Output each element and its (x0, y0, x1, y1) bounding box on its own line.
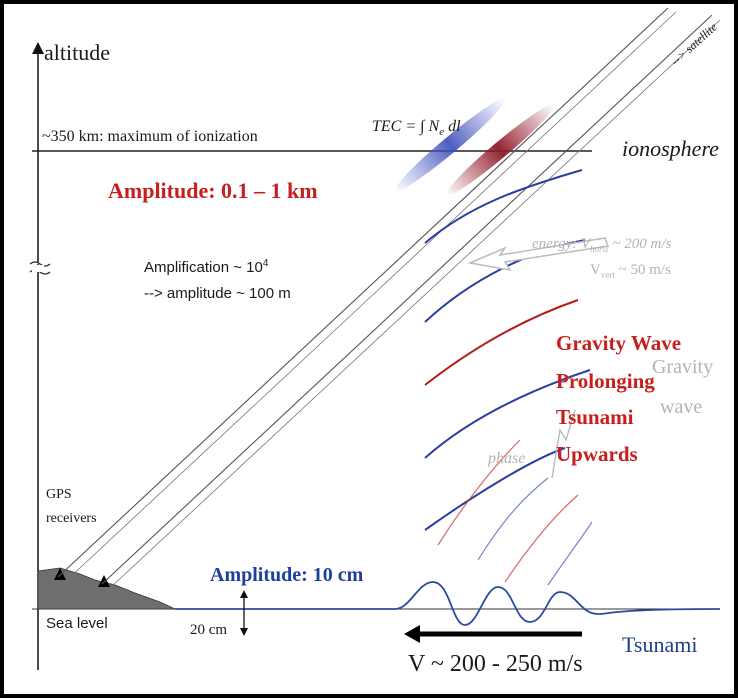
tec-formula-main: TEC = ∫ N (372, 118, 440, 135)
tec-formula-sub: e (439, 126, 445, 139)
wave-front-red-low-1 (437, 439, 521, 546)
wave-front-blue-low-1 (477, 477, 549, 561)
gps-receiver-1 (54, 568, 66, 580)
energy-line2-val: ~ 50 m/s (614, 262, 671, 278)
coastline-land (37, 567, 176, 610)
energy-line1-val: ~ 200 m/s (608, 236, 672, 252)
wave-front-red-low-2 (504, 494, 579, 583)
gravity-annotation-4: Upwards (556, 442, 638, 466)
amplitude-100m-label: --> amplitude ~ 100 m (144, 285, 291, 302)
altitude-label: altitude (44, 40, 110, 65)
tec-formula: TEC = ∫ Ne dl (372, 118, 461, 138)
twenty-cm-label: 20 cm (190, 622, 228, 638)
amplification-line1: Amplification ~ 10 (144, 259, 263, 276)
energy-label-2: Vvert ~ 50 m/s (590, 262, 671, 280)
ipp-red (446, 104, 554, 196)
wave-front-blue-4 (424, 447, 566, 531)
ionosphere-label: ionosphere (622, 136, 719, 161)
wave-front-blue-low-2 (547, 521, 593, 586)
gps-receivers-label-2: receivers (46, 511, 97, 526)
phase-arrow (551, 409, 576, 479)
gravity-wave-gray-1: Gravity (652, 356, 714, 378)
wave-front-red-1 (424, 299, 579, 386)
wave-front-blue-1 (424, 169, 583, 244)
tsunami-wave (175, 581, 721, 626)
energy-line1: energy: V (532, 236, 591, 252)
tsunami-label: Tsunami (622, 632, 698, 657)
ipp-blue (394, 98, 506, 192)
energy-line1-sub: horiz (590, 244, 609, 254)
gps-receivers-label-1: GPS (46, 487, 72, 502)
gravity-wave-gray-2: wave (660, 396, 703, 418)
sea-level-label: Sea level (46, 615, 108, 632)
amplitude-bottom-annotation: Amplitude: 10 cm (210, 564, 364, 586)
velocity-label: V ~ 200 - 250 m/s (408, 651, 583, 677)
amplitude-top-annotation: Amplitude: 0.1 – 1 km (108, 178, 318, 203)
max-ionization-label: ~350 km: maximum of ionization (42, 128, 258, 145)
phase-label: phase (488, 450, 526, 467)
satellite-ray-1b (65, 11, 677, 582)
energy-line2-sub: vert (600, 270, 615, 280)
amplification-exp: 4 (262, 258, 269, 269)
energy-label-1: energy: Vhoriz ~ 200 m/s (532, 236, 671, 254)
gravity-annotation-2: Prolonging (556, 369, 655, 393)
wave-front-blue-3 (424, 369, 591, 459)
satellite-ray-1 (57, 7, 669, 578)
amplification-label: Amplification ~ 104 (144, 258, 268, 276)
gps-receiver-2 (98, 575, 110, 587)
energy-line2: V (590, 262, 601, 278)
satellite-ray-2 (101, 14, 713, 585)
energy-arrow (467, 237, 610, 272)
tec-formula-dl: dl (444, 118, 461, 135)
satellite-ray-2b (109, 19, 721, 589)
gravity-annotation-3: Tsunami (556, 405, 634, 429)
gravity-annotation-1: Gravity Wave (556, 331, 682, 355)
